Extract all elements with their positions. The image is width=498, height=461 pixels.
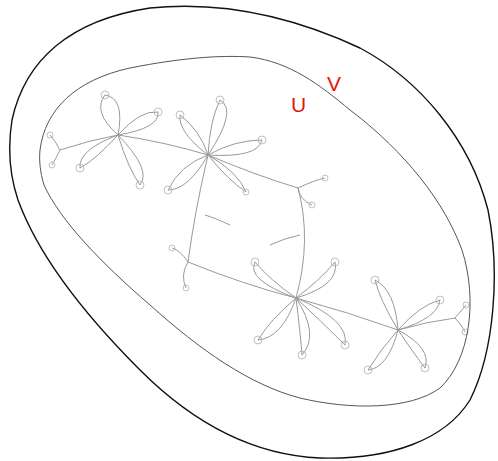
region-label: U [291, 93, 306, 117]
region-boundary [10, 6, 495, 458]
region-boundary [40, 56, 470, 406]
region-label: V [327, 72, 341, 96]
